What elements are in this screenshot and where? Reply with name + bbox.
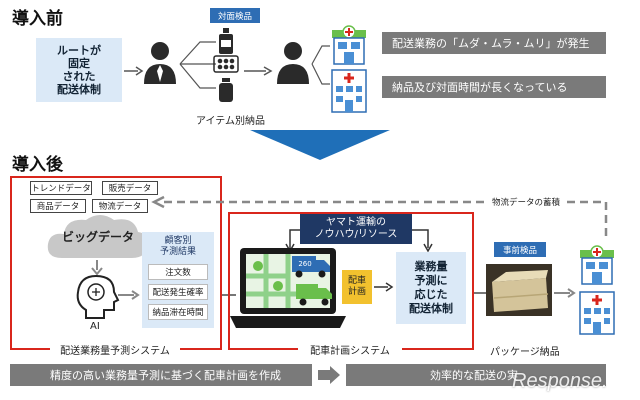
- hospital-icon-after: [579, 291, 615, 335]
- big-data-cloud-icon: [47, 215, 149, 258]
- forecast-header: 顧客別 予測結果: [142, 233, 214, 261]
- forecast-header-line-1: 顧客別: [164, 236, 192, 246]
- arrow-ai-to-results: [118, 290, 140, 300]
- arrow-route-to-driver: [124, 66, 144, 76]
- workload-line-4: 配送体制: [409, 302, 453, 315]
- issue-bar-1: 配送業務の「ムダ・ムラ・ムリ」が発生: [382, 32, 606, 54]
- pre-inspection-badge: 事前検品: [494, 242, 546, 257]
- dispatch-plan-badge: 配車 計画: [342, 270, 372, 304]
- connector-system2-to-package: [474, 292, 488, 294]
- route-line-3: された: [62, 70, 96, 83]
- hospital-icon-bottom: [331, 69, 367, 113]
- pharmacy-icon-after: [580, 245, 614, 285]
- medicine-bottle-icon: [219, 78, 233, 102]
- issue-bar-2: 納品及び対面時間が長くなっている: [382, 76, 606, 98]
- workload-line-3: 応じた: [414, 288, 448, 301]
- bottom-bar-left: 精度の高い業務量予測に基づく配車計画を作成: [10, 364, 312, 386]
- delivery-probability-item: 配送発生確率: [148, 284, 208, 300]
- logistics-accumulation-label: 物流データの蓄積: [488, 195, 564, 209]
- staff-to-hospital-lines: [311, 45, 330, 85]
- route-line-4: 配送体制: [57, 83, 101, 96]
- workload-delivery-box: 業務量 予測に 応じた 配送体制: [396, 252, 466, 324]
- ai-head-icon: [76, 274, 120, 319]
- branch-lines: [179, 41, 216, 89]
- arrow-items-to-staff: [244, 66, 273, 76]
- forecast-system-label: 配送業務量予測システム: [50, 342, 180, 357]
- workload-line-1: 業務量: [414, 260, 448, 273]
- sales-data-box: 販売データ: [102, 181, 158, 195]
- workload-line-2: 予測に: [414, 274, 448, 287]
- knowhow-arrows: [285, 229, 433, 253]
- after-title: 導入後: [12, 155, 63, 175]
- dispatch-system-label: 配車計画システム: [298, 342, 402, 357]
- stay-time-item: 納品滞在時間: [148, 304, 208, 320]
- driver-person-icon: [144, 42, 176, 84]
- bottom-bar-right: 効率的な配送の実: [346, 364, 606, 386]
- route-line-1: ルートが: [57, 44, 101, 57]
- item-delivery-label: アイテム別納品: [196, 116, 265, 127]
- bottle-icon: [219, 28, 233, 54]
- package-box-icon: [486, 264, 552, 316]
- pill-pack-icon: [213, 55, 239, 73]
- yamato-knowhow-box: ヤマト運輸の ノウハウ/リソース: [300, 214, 412, 244]
- route-line-2: 固定: [68, 57, 90, 70]
- order-count-item: 注文数: [148, 264, 208, 280]
- big-data-label: ビッグデータ: [61, 229, 134, 244]
- dispatch-plan-line-1: 配車: [347, 276, 366, 286]
- staff-person-icon: [277, 42, 309, 84]
- logistics-feedback-dashed-line: [151, 195, 608, 236]
- arrow-plan-to-workload: [374, 282, 394, 292]
- ai-label: AI: [90, 321, 100, 332]
- yamato-line-1: ヤマト運輸の: [326, 217, 386, 228]
- yamato-line-2: ノウハウ/リソース: [314, 229, 398, 240]
- face-to-face-badge: 対面検品: [210, 8, 260, 23]
- before-title: 導入前: [12, 9, 63, 29]
- forecast-header-line-2: 予測結果: [159, 247, 196, 257]
- dispatch-plan-line-2: 計画: [347, 287, 366, 297]
- arrow-package-to-hospitals: [554, 288, 576, 298]
- arrow-cloud-to-ai: [91, 260, 103, 276]
- pharmacy-icon-top: [332, 25, 366, 65]
- route-box: ルートが 固定 された 配送体制: [36, 38, 122, 102]
- trend-data-box: トレンドデータ: [30, 181, 92, 195]
- truck-icon-top: [292, 256, 330, 278]
- product-data-box: 商品データ: [30, 199, 86, 213]
- response-watermark: Response.: [512, 370, 608, 392]
- logistics-data-box: 物流データ: [92, 199, 148, 213]
- transition-down-arrow: [250, 130, 390, 160]
- package-delivery-label: パッケージ納品: [490, 347, 560, 358]
- bottom-right-arrow: [318, 366, 340, 384]
- truck-icon-bottom: [296, 284, 332, 306]
- truck-number: 260: [298, 260, 312, 268]
